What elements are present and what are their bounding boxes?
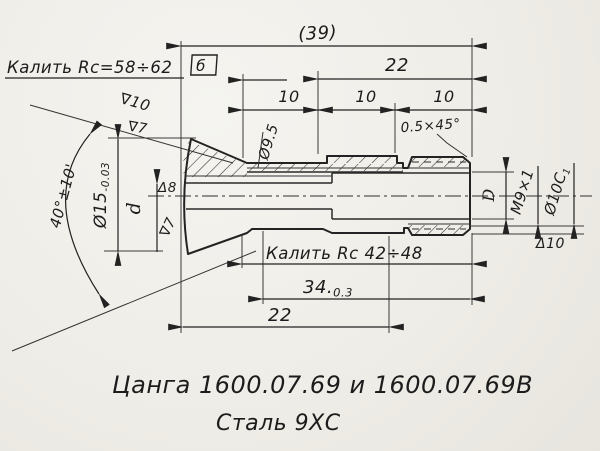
dia15-main: Ø15 bbox=[91, 192, 111, 230]
dia15-tolerance: -0.03 bbox=[100, 162, 112, 192]
dia10-fit-class: 1 bbox=[561, 167, 573, 176]
title-block: Цанга 1600.07.69 и 1600.07.69В Сталь 9ХС bbox=[112, 371, 533, 436]
chamfer-label: 0.5×45° bbox=[400, 116, 461, 136]
dia-9-5-label: Ø9.5 bbox=[256, 122, 282, 163]
dim-34-tolerance: 0.3 bbox=[333, 286, 353, 300]
cone-surface-extension-line bbox=[29, 104, 234, 164]
part-title: Цанга 1600.07.69 и 1600.07.69В bbox=[112, 371, 533, 399]
finish-bore-top-label: Δ8 bbox=[157, 180, 177, 196]
dim-22-top-label: 22 bbox=[385, 55, 409, 76]
bore-d-label: d bbox=[123, 202, 145, 215]
note-harden-head: Калить Rc=58÷62 bbox=[7, 58, 172, 77]
dia10-label: Ø10С1 bbox=[540, 164, 574, 218]
cone-surface-extension-line-lower bbox=[11, 250, 257, 352]
finish-face-label: ∇7 bbox=[126, 118, 149, 137]
dia95-leader bbox=[257, 131, 264, 169]
cone-angle-label: 40°±10' bbox=[46, 162, 80, 230]
dim-overall-label: (39) bbox=[298, 22, 338, 45]
dim-cone-angle-arc bbox=[65, 120, 110, 309]
dim-34-main: 34. bbox=[303, 277, 333, 298]
dim-10-2-label: 10 bbox=[355, 87, 376, 106]
chamfer-leader bbox=[436, 133, 468, 158]
finish-cone-label: ∇10 bbox=[117, 89, 152, 115]
dim-22-bottom-label: 22 bbox=[268, 305, 292, 326]
dia10-main: Ø10С bbox=[540, 170, 570, 218]
dim-10-1-label: 10 bbox=[278, 87, 299, 106]
section-flag-box bbox=[190, 54, 218, 76]
dim-10-3-label: 10 bbox=[433, 87, 454, 106]
dimension-lines bbox=[65, 42, 578, 331]
dim-34-label: 34.0.3 bbox=[303, 277, 353, 300]
finish-bore-bottom-label: ∇7 bbox=[157, 215, 180, 240]
bore-D-label: D bbox=[479, 188, 498, 202]
part-outline bbox=[183, 138, 471, 255]
section-flag-label: б bbox=[196, 57, 206, 75]
material: Сталь 9ХС bbox=[216, 411, 341, 436]
finish-right-end-label: Δ10 bbox=[535, 236, 565, 252]
note-harden-shank: Калить Rc 42÷48 bbox=[266, 244, 423, 263]
dia15-label: Ø15-0.03 bbox=[91, 162, 112, 229]
thread-label: М9×1 bbox=[507, 167, 538, 217]
annotations: Калить Rc=58÷62 б (39) 22 10 10 10 0.5×4… bbox=[7, 22, 574, 326]
